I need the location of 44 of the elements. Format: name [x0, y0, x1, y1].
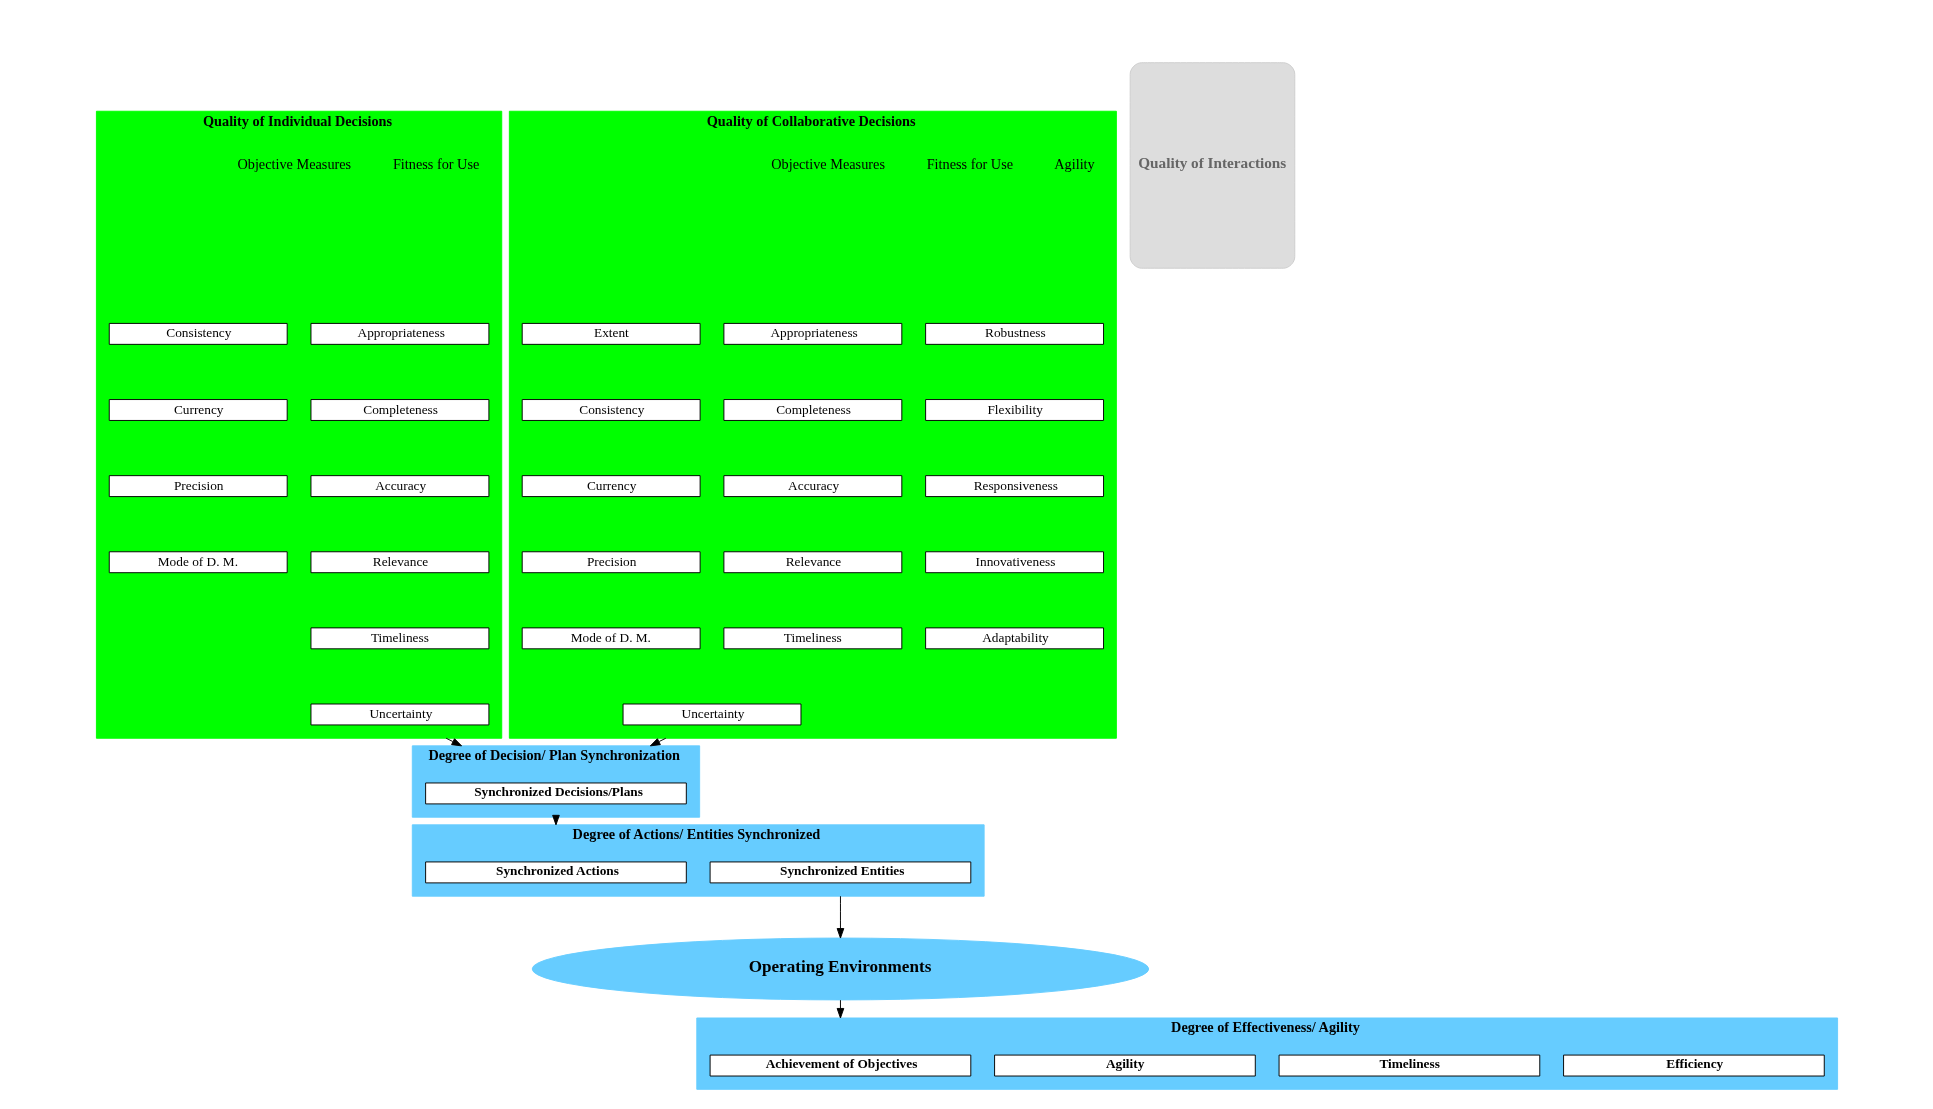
- node-box: Achievement of Objectives: [709, 1054, 971, 1077]
- node-box: Mode of D. M.: [521, 627, 701, 650]
- node-box: Innovativeness: [924, 551, 1104, 574]
- node-box: Precision: [108, 475, 288, 498]
- node-box: Synchronized Decisions/Plans: [424, 782, 687, 805]
- node-box: Precision: [521, 551, 701, 574]
- arrow: [445, 737, 462, 747]
- label: Fitness for Use: [392, 155, 479, 172]
- node-box: Accuracy: [722, 475, 902, 498]
- node-box: Quality of Interactions: [1129, 62, 1295, 269]
- node-box: Flexibility: [924, 399, 1104, 421]
- node-box: Appropriateness: [722, 322, 902, 345]
- node-box: Consistency: [521, 399, 701, 421]
- node-box: Completeness: [310, 399, 489, 421]
- label: Fitness for Use: [926, 155, 1013, 172]
- node-box: Synchronized Actions: [424, 861, 687, 884]
- node-box: Agility: [993, 1054, 1256, 1077]
- node-box: Currency: [108, 399, 288, 421]
- node-box: Adaptability: [924, 627, 1104, 650]
- label: Objective Measures: [236, 155, 351, 172]
- node-box: Uncertainty: [310, 703, 489, 726]
- label: Agility: [1053, 155, 1095, 172]
- node-box: Responsiveness: [924, 475, 1104, 498]
- node-box: Consistency: [108, 322, 288, 345]
- node-box: Relevance: [722, 551, 902, 574]
- arrow: [836, 999, 844, 1019]
- node-box: Appropriateness: [310, 322, 489, 345]
- node-box: Timeliness: [722, 627, 902, 650]
- node-box: Completeness: [722, 399, 902, 421]
- node-box: Synchronized Entities: [709, 861, 971, 884]
- node-box: Uncertainty: [622, 703, 801, 726]
- node-box: Extent: [521, 322, 701, 345]
- node-box: Accuracy: [310, 475, 489, 498]
- node-box: Currency: [521, 475, 701, 498]
- arrow: [649, 737, 666, 747]
- node-box: Timeliness: [1278, 1054, 1540, 1077]
- node-box: Robustness: [924, 322, 1104, 345]
- node-box: Timeliness: [310, 627, 489, 650]
- node-ellipse: Operating Environments: [531, 937, 1149, 1001]
- node-box: Efficiency: [1562, 1054, 1825, 1077]
- label: Objective Measures: [770, 155, 885, 172]
- node-box: Relevance: [310, 551, 489, 574]
- arrow: [836, 895, 844, 939]
- node-box: Mode of D. M.: [108, 551, 288, 574]
